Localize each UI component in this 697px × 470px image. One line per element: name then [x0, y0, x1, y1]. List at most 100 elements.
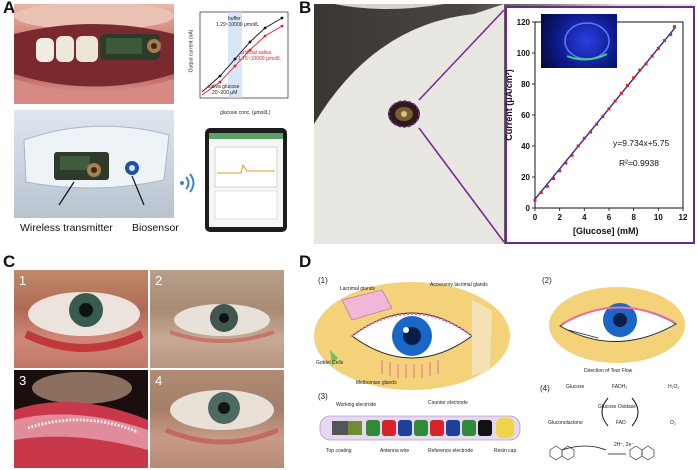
eye-photo-3-label: 3: [19, 373, 27, 388]
eye-photo-4: 4: [150, 370, 284, 468]
chart-b-point: [626, 84, 629, 88]
chart-b-ytick-label: 120: [517, 18, 531, 27]
d1-accessory-label: Accessory lacrimal glands: [430, 282, 488, 288]
chart-b-point: [539, 191, 543, 194]
chart-b-point: [650, 54, 654, 58]
d1-goblet-label: Goblet Cells: [316, 360, 344, 366]
chart-b-xtick-label: 12: [679, 213, 688, 222]
chart-b-point: [545, 184, 549, 188]
chart-b-point: [533, 198, 537, 202]
panel-letter-a: A: [3, 0, 16, 17]
d4-fadh2-label: FADH₂: [612, 384, 628, 390]
chart-b-point: [552, 177, 555, 181]
mouth-photo: [14, 4, 174, 104]
eye-1-illustration: [24, 292, 144, 352]
chart-a-xlabel: glucose conc. (μmol/L): [220, 110, 271, 116]
d4-glucono-label: Gluconolactone: [548, 420, 583, 426]
chart-a-saliva-glucose-range: 20~200 μM: [212, 90, 238, 96]
rabbit-illustration: [314, 4, 505, 244]
chart-b-point: [644, 62, 648, 66]
tablet-device: [205, 128, 287, 232]
eye-photo-4-label: 4: [155, 373, 163, 388]
eye-3-illustration: [14, 372, 148, 468]
chart-b-point: [607, 107, 611, 111]
chart-b-point: [613, 99, 617, 103]
chart-a-saliva-range: 1.75~10000 μmol/L: [238, 56, 282, 62]
d3-reference-label: Reference electrode: [428, 448, 474, 454]
d1-eye-anatomy: [314, 282, 510, 390]
chart-b-xtick-label: 2: [557, 213, 562, 222]
tablet-app-bar: [209, 133, 283, 139]
chart-b-point: [663, 39, 666, 43]
chart-b-point: [632, 76, 636, 80]
chart-b-r2: R²=0.9938: [619, 158, 659, 168]
chart-b-marks: [533, 25, 677, 202]
d4-o2-label: O₂: [670, 420, 676, 426]
chart-b-xtick-label: 4: [582, 213, 587, 222]
chart-b-xlabel: [Glucose] (mM): [573, 226, 639, 236]
d3-resin-label: Resin cap: [494, 448, 517, 454]
chart-b-point: [558, 169, 562, 173]
chart-b-ytick-label: 100: [517, 49, 531, 58]
chart-b-point: [582, 136, 586, 140]
fluorescence-inset: [541, 14, 617, 68]
chart-b-point: [669, 32, 673, 36]
chart-b-point: [656, 46, 660, 50]
chart-a-saliva-label: artificial saliva: [240, 50, 272, 56]
chart-a-ylabel: Output current (nA): [188, 29, 195, 73]
d3-top-label: Top coating: [326, 448, 352, 454]
panel-letter-c: C: [3, 252, 16, 271]
mouthguard-illustration: [23, 125, 170, 206]
chart-a-svg: [199, 11, 289, 99]
panel-letter-d: D: [299, 252, 312, 271]
eye-4-illustration: [165, 390, 279, 445]
d4-reaction-diagram: [549, 397, 655, 461]
d4-glucose-label: Glucose: [566, 384, 585, 390]
chart-b-ytick-label: 20: [521, 173, 530, 182]
d1-lacrimal-label: Lacrimal glands: [340, 286, 376, 292]
chart-b-point: [601, 115, 605, 119]
d4-fad-label: FAD: [616, 420, 626, 426]
d4-number: (4): [540, 384, 550, 393]
d1-meibomian-label: Meibomian glands: [356, 380, 397, 386]
chart-b-point: [638, 68, 642, 72]
chart-b-xtick-label: 6: [607, 213, 612, 222]
biosensor-label: Biosensor: [132, 222, 179, 234]
eye-photo-2: 2: [150, 270, 284, 368]
wireless-signal-icon: [180, 173, 195, 193]
panel-letter-b: B: [299, 0, 312, 17]
d3-number: (3): [318, 392, 328, 401]
chart-a-saliva-glucose: saliva glucose: [208, 84, 240, 90]
eye-2-illustration: [169, 304, 275, 343]
d3-antenna-label: Antenna wire: [380, 448, 410, 454]
chart-a: Output current (nA) glucose conc. (μmol/…: [180, 4, 292, 122]
d2-caption: Direction of Tear Flow: [584, 368, 633, 374]
d4-redox-label: 2H⁺, 2e⁻: [614, 442, 635, 448]
wireless-transmitter-label: Wireless transmitter: [20, 222, 113, 234]
chart-b-point: [564, 161, 568, 165]
d4-h2o2-label: H₂O₂: [668, 384, 680, 390]
chart-a-buffer-range: 1.29~10000 μmol/L: [216, 22, 260, 28]
mouthguard-photo: [14, 110, 174, 218]
eye-photo-3: 3: [14, 370, 148, 468]
chart-b-xtick-label: 0: [533, 213, 538, 222]
eye-photo-2-label: 2: [155, 273, 163, 288]
chart-b-xtick-label: 10: [654, 213, 663, 222]
chart-b-point: [595, 122, 599, 126]
chart-b-point: [619, 91, 623, 95]
eye-photo-1: 1: [14, 270, 148, 368]
chart-b-point: [570, 153, 574, 157]
mouth-illustration: [14, 4, 174, 104]
chart-b-ylabel: Current (μA/cm²): [503, 69, 514, 141]
d4-oxidase-label: Glucose Oxidase: [598, 404, 637, 410]
chart-b-ytick-label: 40: [521, 142, 530, 151]
chart-b-ytick-label: 0: [526, 204, 531, 213]
d3-working-label: Working electrode: [336, 402, 377, 408]
chart-b-xtick-label: 8: [631, 213, 636, 222]
chart-b-point: [576, 144, 580, 148]
chart-b-equation: y=9.734x+5.75: [613, 138, 670, 148]
chart-b-ytick-label: 80: [521, 80, 530, 89]
tablet-screen: [209, 133, 283, 227]
